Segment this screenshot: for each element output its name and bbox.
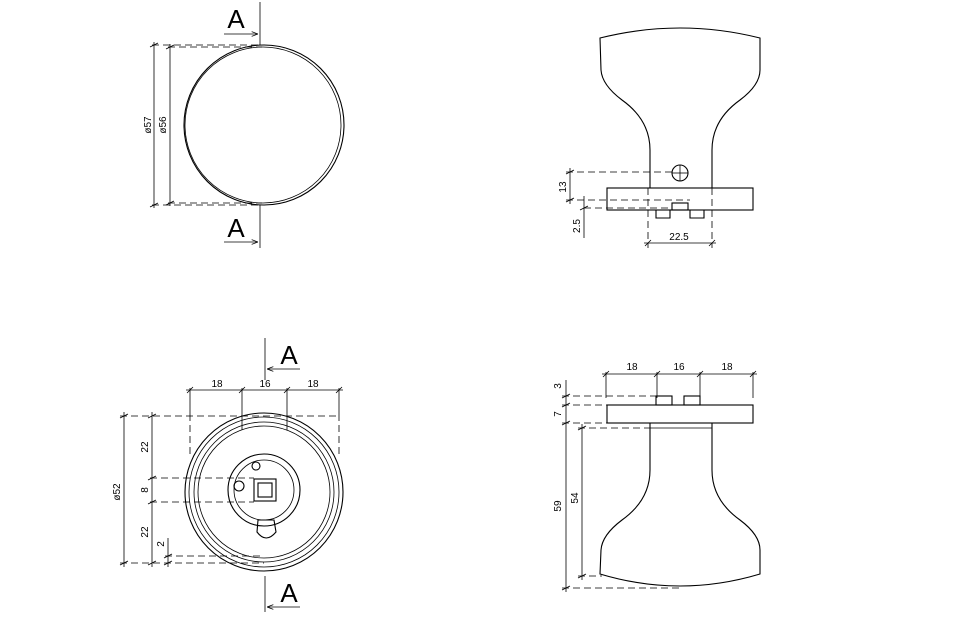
dim-3: 3 (553, 383, 564, 389)
rose-outer (184, 412, 344, 572)
dim-dia-57: ø57 (143, 116, 154, 134)
elevation-view: 18 16 18 3 7 59 54 (553, 362, 761, 592)
dim-w-left: 18 (211, 379, 223, 390)
dim-h-small: 2 (156, 541, 167, 547)
dim-w-mid: 16 (259, 379, 271, 390)
knob-profile-elevation (599, 422, 761, 587)
dim-59: 59 (553, 500, 564, 512)
rose-plate-elevation (606, 404, 754, 424)
rear-view: 18 16 18 ø52 22 8 22 2 A A (112, 338, 344, 612)
dim-e-w-right: 18 (721, 362, 733, 373)
section-mark-top: A (227, 4, 245, 34)
dim-h-top: 22 (140, 441, 151, 453)
dim-13: 13 (558, 181, 569, 193)
dim-w-right: 18 (307, 379, 319, 390)
dim-e-w-mid: 16 (673, 362, 685, 373)
rose-plate (606, 187, 754, 211)
dim-e-w-left: 18 (626, 362, 638, 373)
knob-face-outer (183, 44, 345, 206)
section-mark-rear-bottom: A (280, 578, 298, 608)
dim-dia-56: ø56 (158, 116, 169, 134)
dim-22-5: 22.5 (669, 232, 689, 243)
knob-profile (599, 27, 761, 189)
section-mark-rear-top: A (280, 340, 298, 370)
section-mark-bottom: A (227, 213, 245, 243)
spindle-square (253, 478, 277, 502)
dim-7: 7 (553, 411, 564, 417)
dim-dia-52: ø52 (112, 483, 123, 501)
knob-face-inner (184, 46, 342, 204)
dim-h-mid: 8 (140, 487, 151, 493)
dim-h-bot: 22 (140, 526, 151, 538)
spindle-boss (227, 453, 301, 527)
dim-54: 54 (570, 492, 581, 504)
front-view: ø57 ø56 A A (143, 2, 345, 248)
side-view: 13 2.5 22.5 (558, 27, 761, 248)
dim-2-5: 2.5 (572, 219, 583, 233)
